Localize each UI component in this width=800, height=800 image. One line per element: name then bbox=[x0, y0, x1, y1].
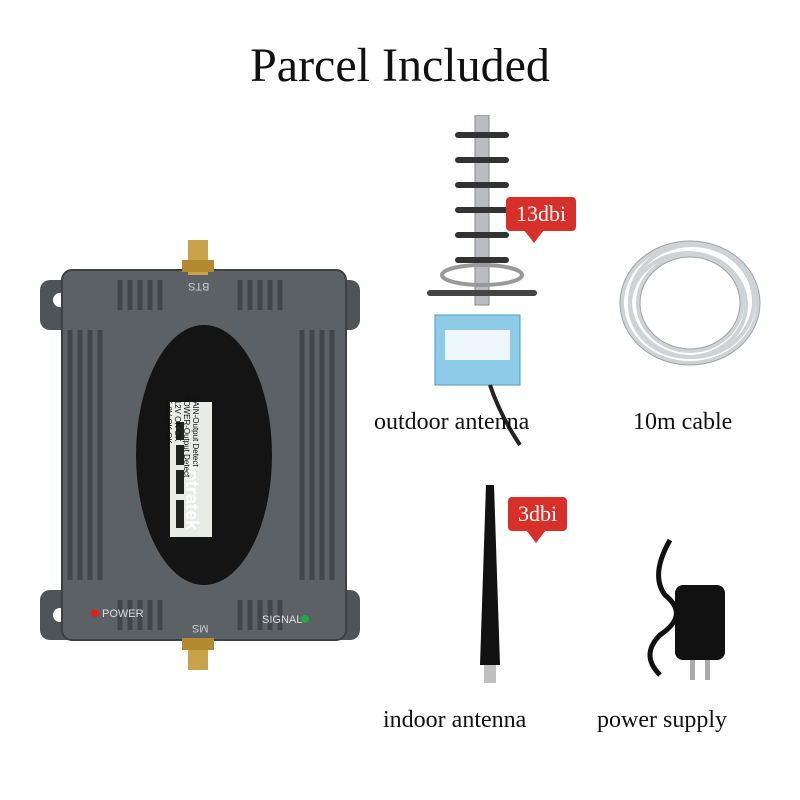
signal-booster-image bbox=[40, 240, 360, 670]
outdoor-antenna-caption: outdoor antenna bbox=[374, 409, 530, 435]
page-title: Parcel Included bbox=[250, 39, 550, 92]
power-adapter-icon bbox=[647, 538, 725, 680]
indoor-antenna-caption: indoor antenna bbox=[383, 707, 527, 733]
top-port-label: BTS bbox=[188, 280, 210, 292]
yagi-antenna-icon bbox=[427, 115, 537, 447]
bottom-port-label: MS bbox=[192, 622, 209, 634]
whip-antenna-icon bbox=[480, 485, 500, 683]
coax-cable-coil-icon bbox=[619, 240, 761, 366]
cable-caption: 10m cable bbox=[633, 409, 733, 435]
power-supply-caption: power supply bbox=[597, 707, 727, 733]
outdoor-gain-badge: 13dbi bbox=[506, 197, 577, 243]
indoor-gain-badge: 3dbi bbox=[508, 497, 568, 543]
power-label: POWER bbox=[102, 608, 144, 620]
signal-label: SIGNAL bbox=[262, 614, 303, 626]
lcd-text: GAIN-Output Detect POWER-Output Detect +… bbox=[164, 395, 200, 478]
